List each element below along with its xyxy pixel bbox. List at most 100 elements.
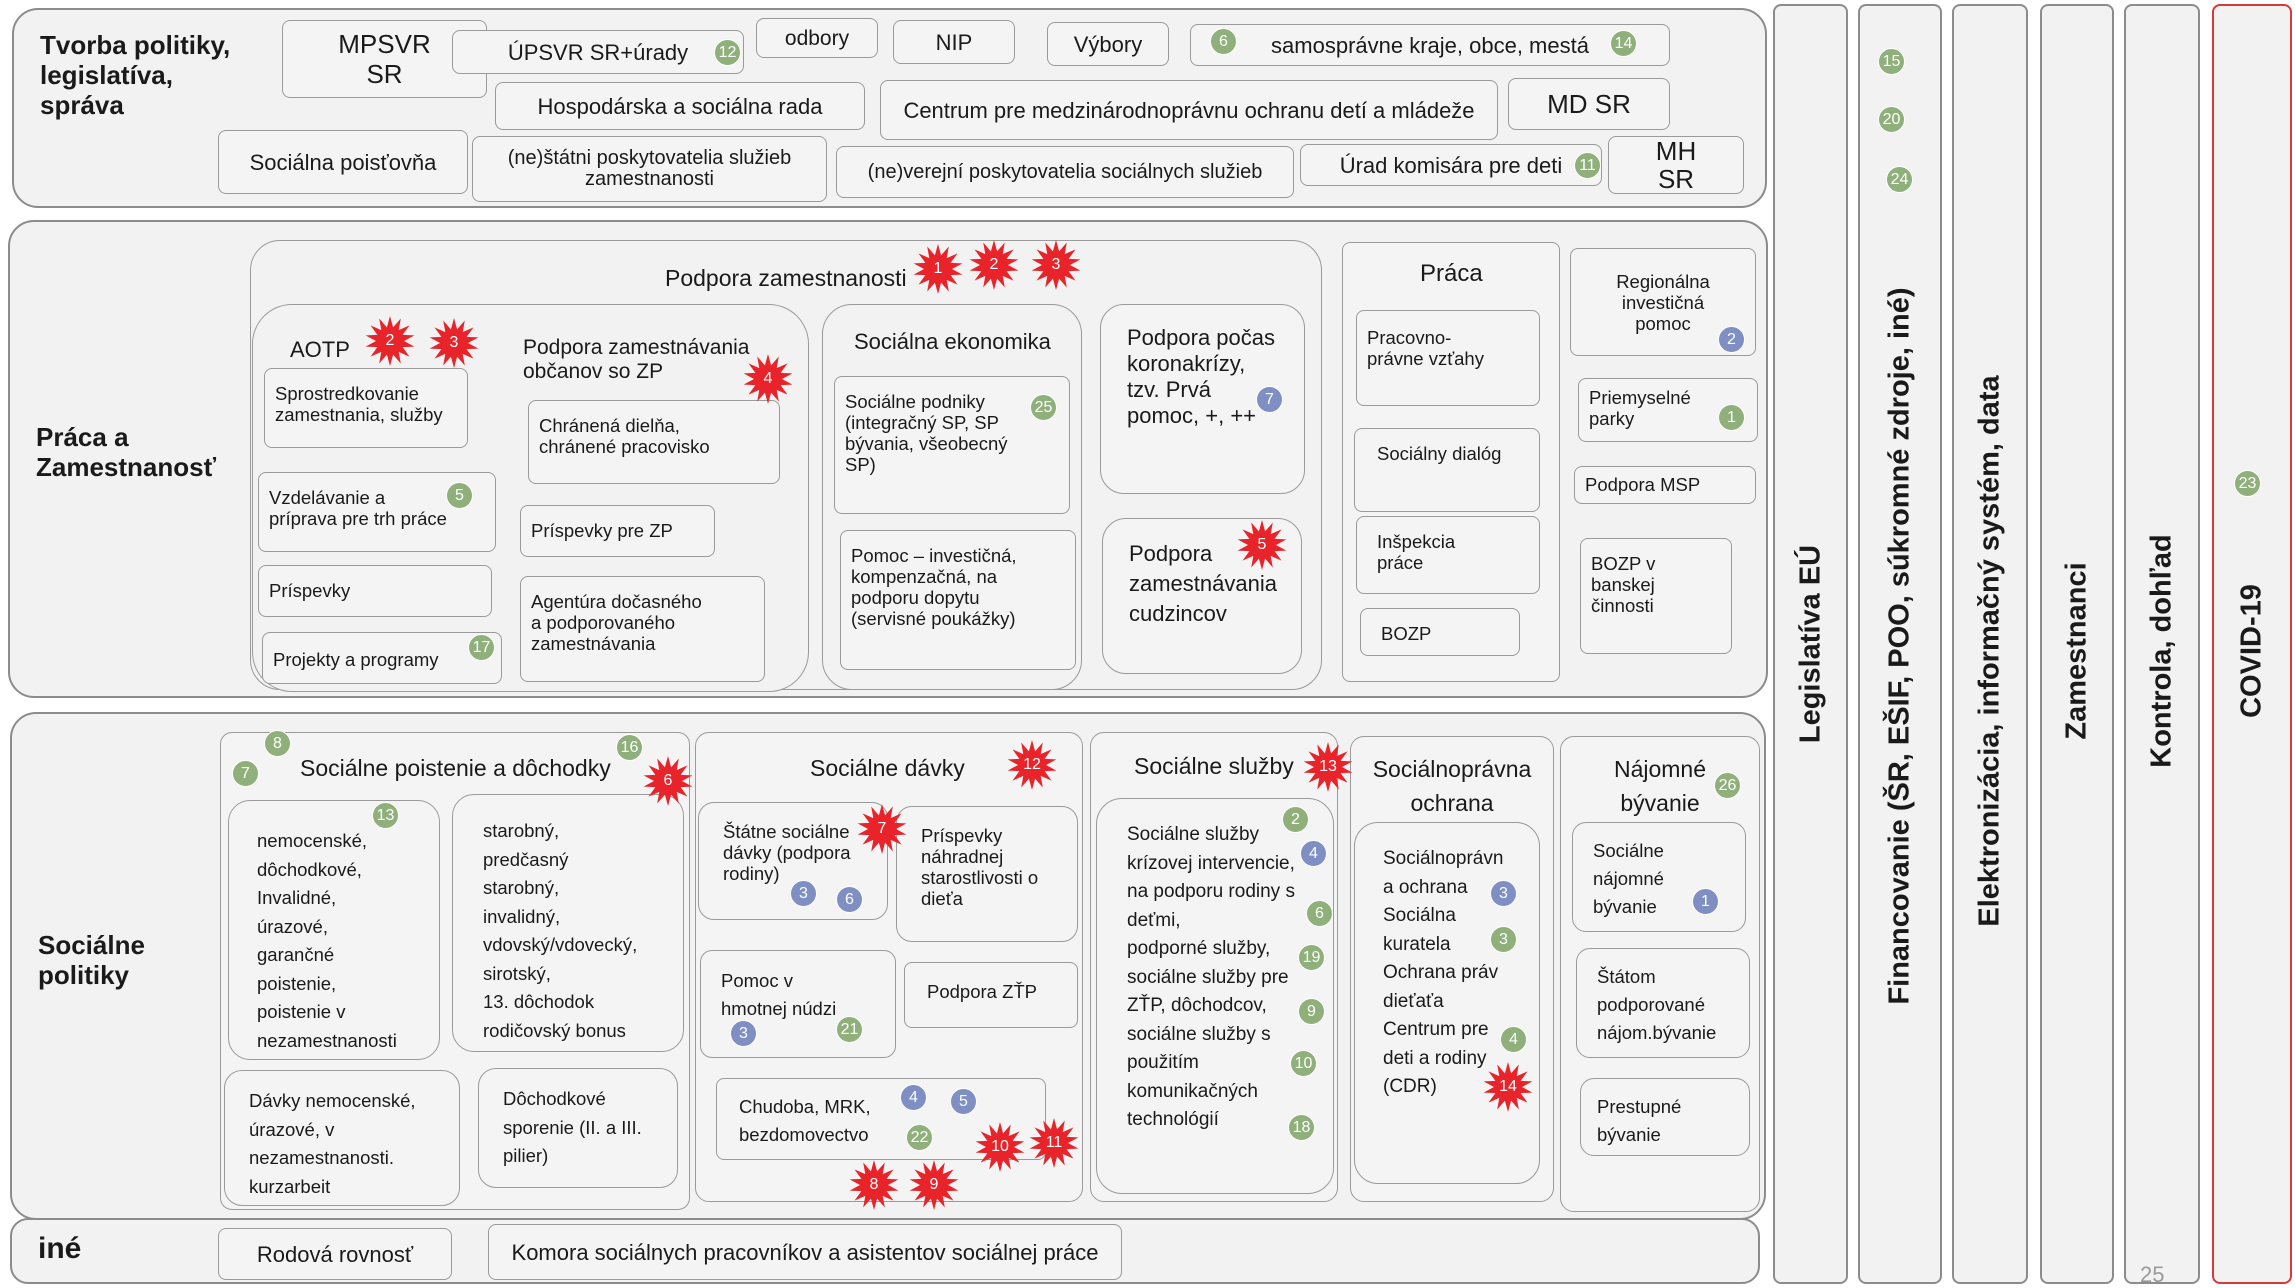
section-social-title: Sociálne politiky	[38, 930, 145, 990]
star-shape	[1237, 520, 1287, 570]
badge-sluzby-10: 10	[1290, 1050, 1317, 1077]
badge-statne-6: 6	[836, 886, 863, 913]
label-podpora-zp: Podpora zamestnávania občanov so ZP	[523, 336, 750, 383]
star-shape	[909, 1160, 959, 1210]
label-ochrana: Sociálnoprávna ochrana	[1372, 756, 1532, 816]
box-bozp: BOZP	[1360, 608, 1520, 656]
label-aotp: AOTP	[290, 337, 350, 362]
box-davky-nemocenske: Dávky nemocenské, úrazové, v nezamestnan…	[224, 1070, 460, 1206]
column-covid-label: COVID-19	[2235, 584, 2268, 718]
box-cipc: Centrum pre medzinárodnoprávnu ochranu d…	[880, 80, 1498, 140]
star-burst-shape	[743, 354, 793, 404]
box-komisar: Úrad komisára pre deti	[1300, 144, 1602, 186]
column-elektronizacia: Elektronizácia, informačný systém, data	[1952, 4, 2028, 1284]
star-burst-shape	[429, 318, 479, 368]
badge-ochrana-3a: 3	[1490, 880, 1517, 907]
star-chudoba-9: 9	[908, 1160, 960, 1210]
badge-samosprava-right: 14	[1610, 30, 1637, 57]
badge-statne-3: 3	[790, 880, 817, 907]
star-podpora-zam-2: 2	[968, 240, 1020, 290]
star-shape	[1031, 240, 1081, 290]
star-shape	[857, 804, 907, 854]
badge-poistenie-16: 16	[616, 734, 643, 761]
box-nahradne: Príspevky náhradnej starostlivosti o die…	[896, 806, 1078, 942]
star-shape	[743, 354, 793, 404]
box-sp: Sociálna poisťovňa	[218, 130, 468, 194]
star-podpora-zp-4: 4	[742, 354, 794, 404]
star-burst-shape	[365, 316, 415, 366]
badge-socialne-podniky: 25	[1030, 394, 1057, 421]
badge-upsvr: 12	[714, 39, 741, 66]
column-kontrola: Kontrola, dohľad	[2124, 4, 2200, 1284]
badge-sluzby-2: 2	[1282, 806, 1309, 833]
badge-fin-20: 20	[1878, 106, 1905, 133]
box-prispevky: Príspevky	[258, 565, 492, 617]
star-burst-shape	[1303, 742, 1353, 792]
star-burst-shape	[913, 244, 963, 294]
box-socialny-dialog: Sociálny dialóg	[1354, 428, 1540, 512]
badge-chudoba-4: 4	[900, 1084, 927, 1111]
page-number: 25	[2140, 1262, 2165, 1287]
star-label: 2	[989, 256, 999, 273]
column-zamestnanci: Zamestnanci	[2040, 4, 2114, 1284]
star-shape	[975, 1122, 1025, 1172]
badge-najomne-26: 26	[1714, 772, 1741, 799]
star-ochrana-14: 14	[1482, 1062, 1534, 1112]
star-shape	[1007, 740, 1057, 790]
star-burst-shape	[1029, 1118, 1079, 1168]
star-chudoba-10: 10	[974, 1122, 1026, 1172]
box-pracovnopravne: Pracovno- právne vzťahy	[1356, 310, 1540, 406]
box-prispevky-zp: Príspevky pre ZP	[520, 505, 715, 557]
star-cudzincov-5: 5	[1236, 520, 1288, 570]
box-mdsr: MD SR	[1508, 78, 1670, 130]
box-bozp-banske: BOZP v banskej činnosti	[1580, 538, 1732, 654]
badge-regionalna: 2	[1718, 326, 1745, 353]
box-samosprava: samosprávne kraje, obce, mestá	[1190, 24, 1670, 66]
star-davky-12: 12	[1006, 740, 1058, 790]
box-najomne-b: Sociálne nájomné bývanie	[1572, 822, 1746, 932]
badge-nemocenske-13: 13	[372, 802, 399, 829]
box-starobny: starobný, predčasný starobný, invalidný,…	[452, 794, 684, 1052]
badge-priemyselne: 1	[1718, 404, 1745, 431]
star-burst-shape	[969, 240, 1019, 290]
box-komora: Komora sociálnych pracovníkov a asistent…	[488, 1224, 1122, 1280]
star-sluzby-13: 13	[1302, 742, 1354, 792]
star-chudoba-11: 11	[1028, 1118, 1080, 1168]
box-upsvr: ÚPSVR SR+úrady	[452, 30, 744, 74]
badge-sluzby-9: 9	[1298, 998, 1325, 1025]
box-hsr: Hospodárska a sociálna rada	[495, 82, 865, 130]
star-label: 3	[449, 334, 459, 351]
star-shape	[969, 240, 1019, 290]
box-inspekcia: Inšpekcia práce	[1356, 516, 1540, 594]
star-label: 3	[1051, 256, 1061, 273]
column-zamestnanci-label: Zamestnanci	[2060, 562, 2093, 740]
star-label: 10	[991, 1138, 1009, 1155]
star-burst-shape	[1007, 740, 1057, 790]
star-burst-shape	[909, 1160, 959, 1210]
badge-samosprava-left: 6	[1210, 28, 1237, 55]
star-shape	[1483, 1062, 1533, 1112]
box-rodova: Rodová rovnosť	[218, 1228, 452, 1280]
box-nestatni: (ne)štátni poskytovatelia služieb zamest…	[472, 136, 827, 202]
section-work-title: Práca a Zamestnanosť	[36, 422, 217, 482]
badge-sluzby-4: 4	[1300, 840, 1327, 867]
star-shape	[643, 756, 693, 806]
star-aotp-3: 3	[428, 318, 480, 368]
star-poistenie-6: 6	[642, 756, 694, 806]
label-praca: Práca	[1420, 260, 1483, 287]
box-vybory: Výbory	[1047, 22, 1169, 66]
badge-hmotna-21: 21	[836, 1016, 863, 1043]
star-label: 5	[1257, 536, 1267, 553]
badge-poistenie-7: 7	[232, 760, 259, 787]
star-burst-shape	[1237, 520, 1287, 570]
star-shape	[1029, 1118, 1079, 1168]
label-poistenie: Sociálne poistenie a dôchodky	[300, 755, 611, 781]
badge-poistenie-8: 8	[264, 730, 291, 757]
badge-chudoba-22: 22	[906, 1124, 933, 1151]
star-chudoba-8: 8	[848, 1160, 900, 1210]
star-podpora-zam-3: 3	[1030, 240, 1082, 290]
badge-fin-15: 15	[1878, 48, 1905, 75]
label-socialna-ekonomika: Sociálna ekonomika	[854, 329, 1051, 354]
star-burst-shape	[1483, 1062, 1533, 1112]
